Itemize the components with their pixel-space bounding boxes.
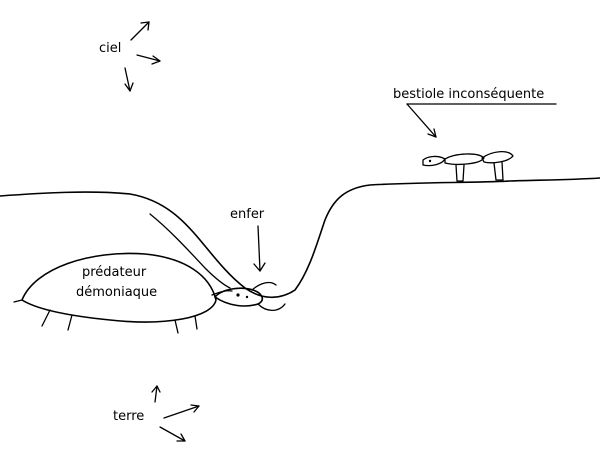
ground-surface-line bbox=[0, 177, 600, 299]
critter-arrow-icon bbox=[406, 103, 437, 138]
ground-arrow-up-icon bbox=[151, 385, 161, 403]
predator-leg-front bbox=[194, 315, 198, 330]
ground-arrow-down-right-icon bbox=[159, 426, 186, 442]
hell-label: enfer bbox=[230, 207, 265, 222]
ground-label: terre bbox=[113, 409, 144, 424]
predator-leg-back bbox=[41, 309, 51, 327]
critter-creature bbox=[422, 151, 514, 182]
critter-label: bestiole inconséquente bbox=[393, 87, 544, 102]
predator-head bbox=[214, 287, 264, 307]
ground-arrows bbox=[151, 385, 200, 442]
ground-arrow-right-icon bbox=[163, 404, 200, 419]
sky-label: ciel bbox=[99, 41, 121, 56]
predator-leg-back-2 bbox=[67, 314, 73, 331]
critter-leg-back bbox=[493, 161, 504, 181]
critter-eye bbox=[428, 159, 432, 163]
predator-label-line2: démoniaque bbox=[76, 285, 157, 300]
demon-predator-creature bbox=[13, 252, 286, 334]
sky-arrow-up-right-icon bbox=[130, 21, 150, 41]
predator-shell bbox=[21, 252, 217, 323]
critter-leg-front bbox=[455, 164, 465, 182]
predator-lower-jaw bbox=[257, 303, 286, 312]
predator-label-line1: prédateur bbox=[82, 265, 147, 280]
predator-nostril bbox=[245, 295, 249, 299]
sky-arrow-right-icon bbox=[136, 54, 161, 65]
critter-body bbox=[444, 153, 485, 165]
predator-upper-jaw bbox=[251, 281, 277, 291]
predator-tail bbox=[13, 299, 23, 303]
tunnel-inner-wall bbox=[149, 213, 231, 289]
critter-rear bbox=[481, 151, 514, 164]
hell-arrow-down-icon bbox=[253, 225, 266, 272]
critter-head bbox=[422, 155, 446, 167]
predator-leg-mid bbox=[174, 319, 179, 334]
predator-eye bbox=[236, 293, 240, 297]
sky-arrow-down-icon bbox=[124, 67, 134, 92]
sky-arrows bbox=[124, 21, 161, 92]
